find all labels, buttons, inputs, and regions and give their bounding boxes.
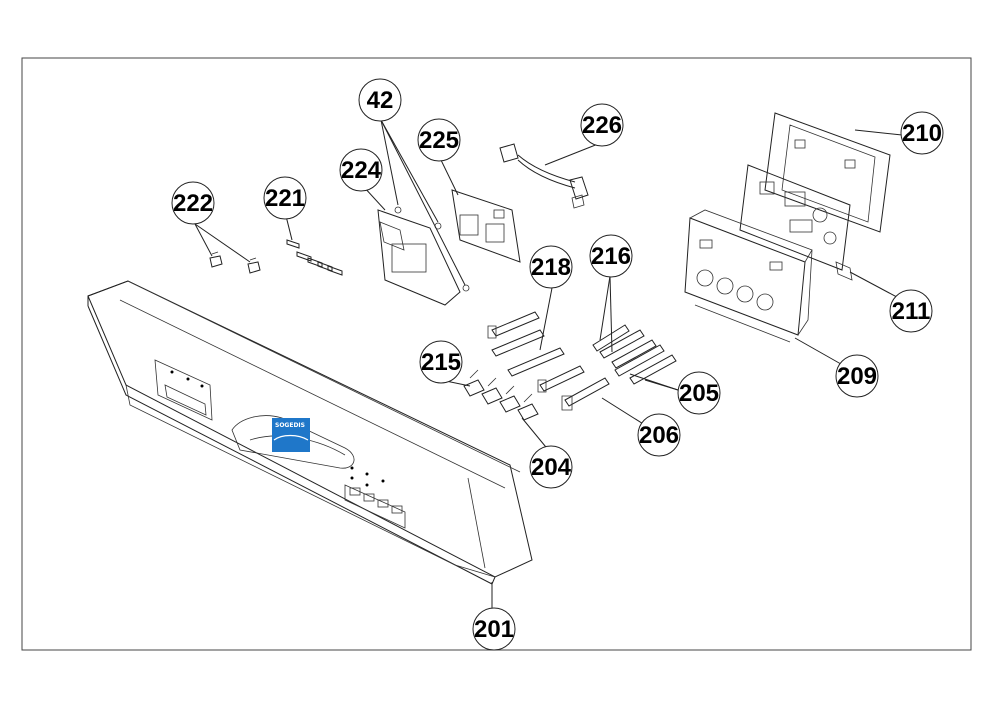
part-221-pins bbox=[286, 239, 343, 276]
callout-216: 216 bbox=[589, 234, 633, 278]
part-205-rods bbox=[614, 344, 677, 385]
callout-209: 209 bbox=[835, 354, 879, 398]
callout-206-label: 206 bbox=[639, 422, 679, 449]
callout-224: 224 bbox=[339, 148, 383, 192]
callout-215: 215 bbox=[419, 340, 463, 384]
part-210-cover bbox=[764, 112, 891, 233]
callout-205-label: 205 bbox=[679, 380, 719, 407]
callout-209-label: 209 bbox=[837, 363, 877, 390]
callout-206: 206 bbox=[637, 413, 681, 457]
part-224-bracket bbox=[377, 206, 470, 306]
callout-224-label: 224 bbox=[341, 157, 382, 184]
callout-204-label: 204 bbox=[531, 454, 572, 481]
part-211-main-board bbox=[739, 164, 853, 281]
logo-text: SOGEDIS bbox=[275, 422, 305, 429]
part-209-module-housing bbox=[684, 209, 813, 343]
callout-218-label: 218 bbox=[531, 254, 571, 281]
callout-201: 201 bbox=[472, 607, 516, 651]
callout-221-label: 221 bbox=[265, 185, 305, 212]
callout-221: 221 bbox=[263, 176, 307, 220]
part-222-clips bbox=[209, 251, 261, 274]
part-216-rods bbox=[592, 324, 657, 369]
callout-211: 211 bbox=[889, 289, 933, 333]
callout-225-label: 225 bbox=[419, 127, 459, 154]
callout-222: 222 bbox=[171, 181, 215, 225]
callout-210: 210 bbox=[900, 111, 944, 155]
callout-201-label: 201 bbox=[474, 616, 514, 643]
callout-226: 226 bbox=[580, 103, 624, 147]
diagram-frame bbox=[21, 57, 972, 651]
sogedis-logo: SOGEDIS bbox=[272, 418, 310, 452]
callout-226-label: 226 bbox=[582, 112, 622, 139]
callout-42-label: 42 bbox=[367, 87, 394, 114]
callout-215-label: 215 bbox=[421, 349, 461, 376]
callout-218: 218 bbox=[529, 245, 573, 289]
part-215-keys bbox=[463, 369, 539, 421]
part-225-board bbox=[451, 189, 521, 263]
callout-225: 225 bbox=[417, 118, 461, 162]
control-panel-fascia bbox=[87, 280, 533, 585]
callout-42: 42 bbox=[358, 78, 402, 122]
callout-216-label: 216 bbox=[591, 243, 631, 270]
callout-205: 205 bbox=[677, 371, 721, 415]
part-206-rod bbox=[561, 377, 610, 411]
callout-211-label: 211 bbox=[892, 298, 931, 325]
callout-210-label: 210 bbox=[902, 120, 942, 147]
callout-204: 204 bbox=[529, 445, 573, 489]
callout-222-label: 222 bbox=[173, 190, 213, 217]
part-218-rods bbox=[487, 311, 585, 393]
part-226-harness bbox=[499, 143, 589, 209]
